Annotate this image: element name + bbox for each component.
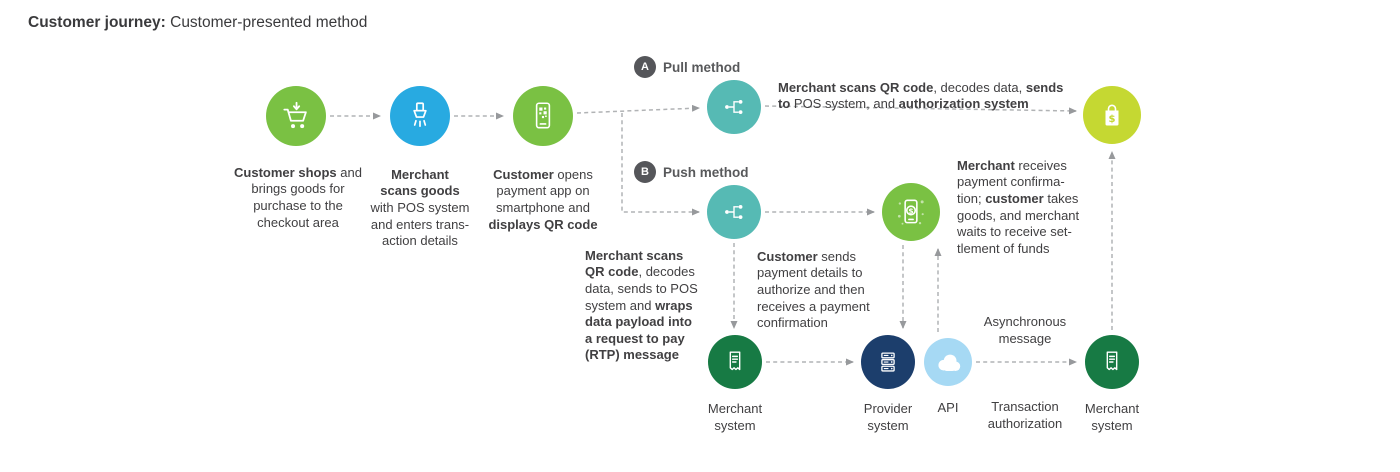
- receipt-icon: [1106, 351, 1118, 371]
- caption-segment: Merchant scans QR code: [778, 79, 934, 95]
- merchant-system-node-1: [708, 335, 762, 389]
- arrow-phone-to-push: [621, 113, 700, 216]
- api-cloud-node: [924, 338, 972, 386]
- pull-method-node: [707, 80, 761, 134]
- caption-segment: Customer shops: [234, 164, 337, 180]
- merchant-system-label-2: Merchant system: [1084, 401, 1140, 433]
- caption-segment: Customer: [493, 166, 554, 182]
- caption-segment: with POS system and enters trans- action…: [370, 199, 470, 249]
- barcode-scanner-icon: [413, 102, 427, 127]
- arrow-pull-to-bag: [764, 105, 1077, 115]
- arrow-phone-to-pull: [576, 104, 700, 114]
- caption-segment: POS system, and: [790, 96, 899, 112]
- cart-download-icon: [283, 101, 307, 129]
- smartphone-payment-icon: $: [897, 199, 924, 225]
- transaction-authorization-label: Transaction authorization: [987, 399, 1063, 431]
- merchant-system-node-2: [1085, 335, 1139, 389]
- server-stack-icon: [881, 352, 895, 372]
- caption-segment: and brings goods for purchase to the che…: [251, 164, 362, 230]
- caption-segment: sends payment details to authorize and t…: [757, 248, 870, 331]
- network-branch-icon: [725, 204, 743, 220]
- svg-text:$: $: [908, 206, 913, 215]
- caption-segment: receives payment confirma- tion;: [957, 157, 1067, 206]
- caption-segment: Merchant: [957, 157, 1015, 173]
- caption-segment: customer: [985, 190, 1044, 206]
- caption-pull-detail: Merchant scans QR code, decodes data, se…: [778, 63, 1108, 113]
- api-label: API: [937, 400, 959, 415]
- svg-text:$: $: [1109, 114, 1116, 125]
- caption-segment: sends to: [778, 79, 1064, 112]
- caption-segment: opens payment app on smartphone and: [496, 166, 593, 215]
- caption-customer-shops: Customer shops and brings goods for purc…: [234, 148, 362, 231]
- provider-system-node: [861, 335, 915, 389]
- page-title: Customer journey: Customer-presented met…: [28, 14, 367, 32]
- caption-segment: takes goods, and merchant waits to recei…: [957, 190, 1080, 256]
- push-method-node: [707, 185, 761, 239]
- caption-segment: Merchant scans goods: [380, 166, 460, 199]
- caption-segment: authorization system: [898, 96, 1029, 112]
- title-rest: Customer-presented method: [165, 14, 368, 31]
- badge-a: A: [634, 56, 656, 78]
- caption-segment: , decodes data, sends to POS system and: [585, 264, 698, 313]
- merchant-system-label-1: Merchant system: [707, 401, 763, 433]
- caption-segment: , decodes data,: [933, 79, 1026, 95]
- smartphone-qr-icon: [535, 102, 551, 129]
- shopping-bag-dollar-icon: $: [1105, 104, 1119, 126]
- customer-qr-node: [513, 86, 573, 146]
- caption-merchant-scans: Merchant scans goods with POS system and…: [355, 150, 485, 250]
- caption-segment: Customer: [757, 248, 818, 264]
- caption-segment: wraps data payload into a request to pay…: [585, 297, 693, 363]
- caption-customer-qr: Customer opens payment app on smartphone…: [478, 150, 608, 233]
- customer-payment-node: $: [882, 183, 940, 241]
- merchant-confirmation-node: $: [1083, 86, 1141, 144]
- caption-push-detail: Merchant scans QR code, decodes data, se…: [585, 231, 720, 364]
- asynchronous-message-label: Asynchronous message: [983, 314, 1067, 346]
- pull-method-label: Pull method: [663, 60, 741, 75]
- provider-system-label: Provider system: [863, 401, 913, 433]
- push-method-label: Push method: [663, 165, 749, 180]
- merchant-scans-node: [390, 86, 450, 146]
- caption-segment: displays QR code: [488, 216, 598, 232]
- badge-b: B: [634, 161, 656, 183]
- receipt-icon: [729, 351, 741, 371]
- title-bold: Customer journey:: [28, 14, 166, 31]
- network-branch-icon: [725, 99, 743, 115]
- caption-merchant-receives: Merchant receives payment confirma- tion…: [957, 141, 1115, 257]
- caption-customer-sends: Customer sends payment details to author…: [757, 232, 897, 332]
- customer-shops-node: [266, 86, 326, 146]
- caption-segment: Merchant scans QR code: [585, 247, 684, 280]
- cloud-icon: [938, 354, 961, 372]
